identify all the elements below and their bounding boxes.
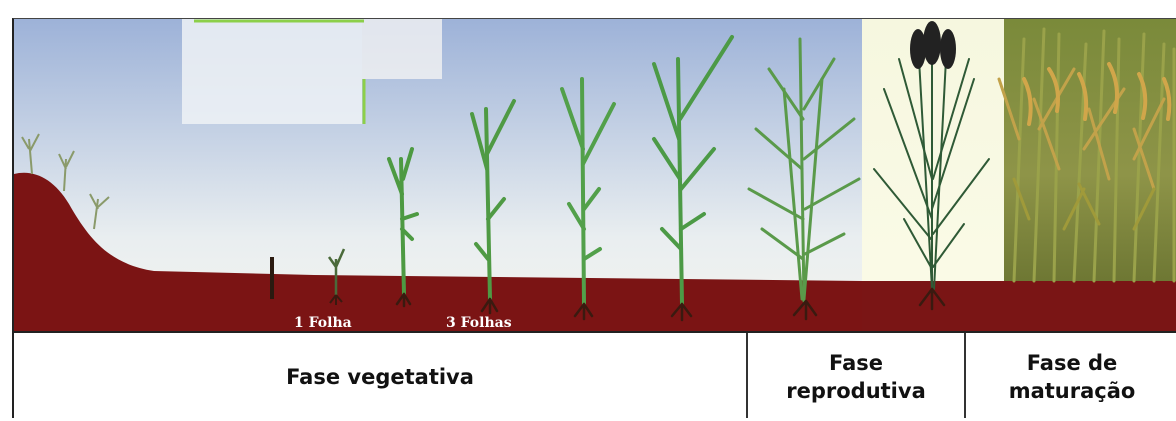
stage-label-one-leaf: 1 Folha (294, 315, 352, 331)
sky-patch (362, 19, 442, 79)
phase-caption-row: Fase vegetativa Fase reprodutiva Fase de… (14, 331, 1176, 418)
diagram-frame: 1 Folha 3 Folhas Fase vegetativa Fase re… (12, 18, 1176, 418)
soil-strip (862, 281, 1176, 331)
phase-vegetative-label: Fase vegetativa (286, 363, 474, 391)
phase-vegetative: Fase vegetativa (14, 333, 746, 418)
phase-maturation-label-line1: Fase de (1027, 349, 1118, 377)
sky-patch (182, 19, 362, 124)
rice-growth-illustration: 1 Folha 3 Folhas (14, 19, 1176, 331)
phase-reproductive-label-line1: Fase (829, 349, 883, 377)
phase-maturation-label-line2: maturação (1009, 377, 1136, 405)
phase-maturation: Fase de maturação (964, 333, 1176, 418)
stage-label-three-leaves: 3 Folhas (446, 315, 512, 331)
phase-reproductive: Fase reprodutiva (746, 333, 964, 418)
phase-reproductive-label-line2: reprodutiva (786, 377, 926, 405)
